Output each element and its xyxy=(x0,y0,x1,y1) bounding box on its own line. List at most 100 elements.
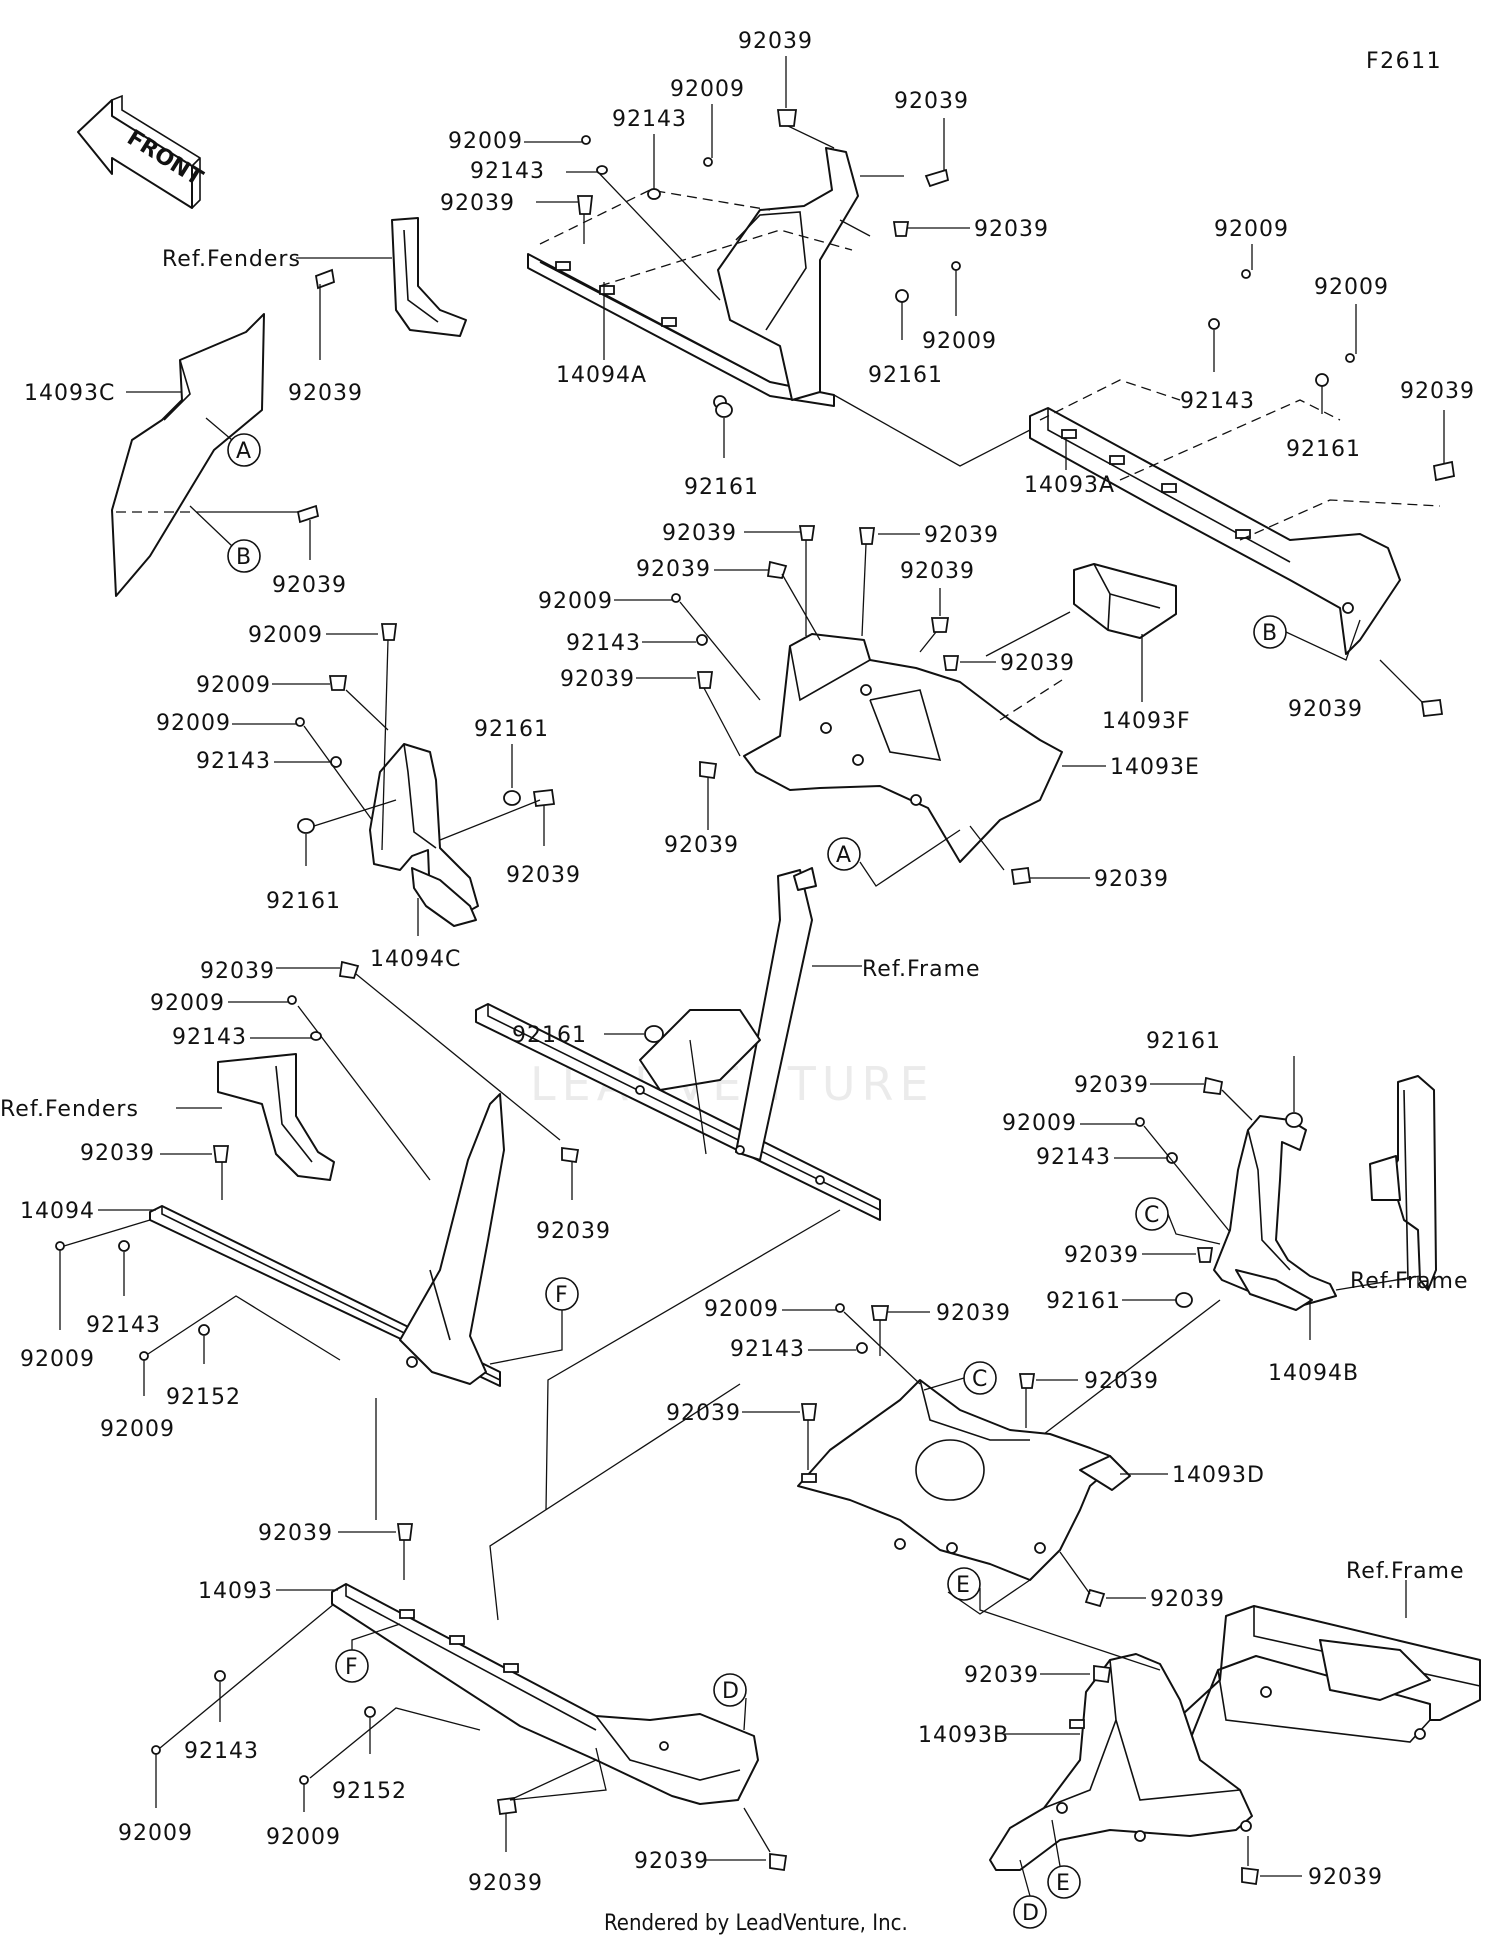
projection-line xyxy=(1239,499,1441,541)
fastener-92009 xyxy=(1345,353,1355,363)
label-92039: 92039 xyxy=(1094,867,1169,892)
label-92039: 92039 xyxy=(900,559,975,584)
fastener-92039 xyxy=(296,504,320,524)
fastener-92161 xyxy=(1285,1112,1303,1128)
label-92009: 92009 xyxy=(100,1417,175,1442)
label-92039: 92039 xyxy=(258,1521,333,1546)
svg-text:B: B xyxy=(1262,621,1277,646)
label-14093C: 14093C xyxy=(24,381,115,406)
projection-line xyxy=(539,189,771,245)
label-92039: 92039 xyxy=(1074,1073,1149,1098)
fastener-92039 xyxy=(314,268,336,290)
fastener-92039 xyxy=(1241,1866,1260,1886)
fastener-92039 xyxy=(930,617,950,633)
ref-frame-right-piece xyxy=(1369,1075,1437,1291)
fastener-92039 xyxy=(892,221,910,237)
svg-text:A: A xyxy=(836,843,851,868)
callout-b-left: B xyxy=(227,539,261,573)
fastener-92039 xyxy=(1010,866,1032,886)
label-92039: 92039 xyxy=(272,573,347,598)
label-92009: 92009 xyxy=(266,1825,341,1850)
label-14094C: 14094C xyxy=(370,947,461,972)
fastener-92143 xyxy=(310,1031,322,1041)
label-92009: 92009 xyxy=(922,329,997,354)
fastener-92039 xyxy=(1420,699,1444,717)
label-14094B: 14094B xyxy=(1268,1361,1359,1386)
label-92143: 92143 xyxy=(612,107,687,132)
label-92039: 92039 xyxy=(666,1401,741,1426)
label-92039: 92039 xyxy=(738,29,813,54)
label-92009: 92009 xyxy=(1002,1111,1077,1136)
fastener-92009 xyxy=(380,623,398,641)
label-92009: 92009 xyxy=(538,589,613,614)
fastener-92039 xyxy=(699,760,718,780)
label-14094A: 14094A xyxy=(556,363,647,388)
fastener-92143 xyxy=(330,756,342,768)
label-92039: 92039 xyxy=(288,381,363,406)
label-92039: 92039 xyxy=(636,557,711,582)
fastener-92161 xyxy=(503,790,521,806)
fastener-92039 xyxy=(396,1523,414,1541)
fastener-92161 xyxy=(1315,373,1329,387)
footer-credit: Rendered by LeadVenture, Inc. xyxy=(604,1911,908,1936)
label-14094: 14094 xyxy=(20,1199,95,1224)
front-arrow-icon: FRONT xyxy=(77,94,207,209)
fastener-92039 xyxy=(212,1145,230,1163)
fastener-92009 xyxy=(151,1745,161,1755)
label-92039: 92039 xyxy=(560,667,635,692)
label-14093F: 14093F xyxy=(1102,709,1191,734)
fastener-92039 xyxy=(561,1146,580,1164)
label-92009: 92009 xyxy=(196,673,271,698)
ref-frame-center xyxy=(475,867,881,1221)
fastener-92143 xyxy=(214,1670,226,1682)
callout-a-left: A xyxy=(227,433,261,467)
fastener-92039 xyxy=(1432,460,1456,482)
label-92143: 92143 xyxy=(86,1313,161,1338)
label-92009: 92009 xyxy=(704,1297,779,1322)
part-14093C xyxy=(111,313,265,597)
label-92039: 92039 xyxy=(664,833,739,858)
label-92143: 92143 xyxy=(470,159,545,184)
label-92143: 92143 xyxy=(172,1025,247,1050)
label-ref-fenders-lower: Ref.Fenders xyxy=(0,1097,139,1122)
label-92161: 92161 xyxy=(1046,1289,1121,1314)
svg-text:B: B xyxy=(236,545,251,570)
fastener-92039 xyxy=(338,960,360,979)
fastener-92039 xyxy=(800,1403,818,1421)
callout-d-right: D xyxy=(1013,1895,1047,1929)
fastener-92152 xyxy=(198,1324,210,1336)
fastener-92039 xyxy=(496,1796,518,1816)
callout-a-center: A xyxy=(827,837,861,871)
fastener-92039 xyxy=(769,1852,788,1872)
callout-c-center: C xyxy=(963,1361,997,1395)
callout-d-left: D xyxy=(713,1673,747,1707)
fastener-92009 xyxy=(328,675,348,691)
fastener-92039 xyxy=(924,168,950,188)
fastener-92161 xyxy=(715,402,733,418)
fastener-92039 xyxy=(1202,1076,1224,1096)
fastener-92143 xyxy=(118,1240,130,1252)
fastener-92039 xyxy=(532,789,556,807)
projection-line xyxy=(1039,379,1181,421)
label-92039: 92039 xyxy=(440,191,515,216)
svg-text:C: C xyxy=(972,1367,987,1392)
label-92152: 92152 xyxy=(332,1779,407,1804)
label-92009: 92009 xyxy=(248,623,323,648)
fastener-92039 xyxy=(870,1305,890,1321)
label-92143: 92143 xyxy=(196,749,271,774)
svg-text:E: E xyxy=(956,1573,970,1598)
fastener-92143 xyxy=(596,165,608,175)
label-ref-fenders-top: Ref.Fenders xyxy=(162,247,301,272)
projection-line xyxy=(999,679,1063,721)
ref-fenders-upper-piece xyxy=(391,217,467,337)
part-14094B xyxy=(1213,1115,1337,1311)
fastener-92143 xyxy=(856,1342,868,1354)
label-92161: 92161 xyxy=(868,363,943,388)
part-14094C xyxy=(369,743,479,927)
label-92039: 92039 xyxy=(662,521,737,546)
label-92143: 92143 xyxy=(1180,389,1255,414)
callout-f-lower: F xyxy=(335,1649,369,1683)
svg-text:F: F xyxy=(555,1283,568,1308)
fastener-92161 xyxy=(895,289,909,303)
fastener-92039 xyxy=(858,527,876,545)
